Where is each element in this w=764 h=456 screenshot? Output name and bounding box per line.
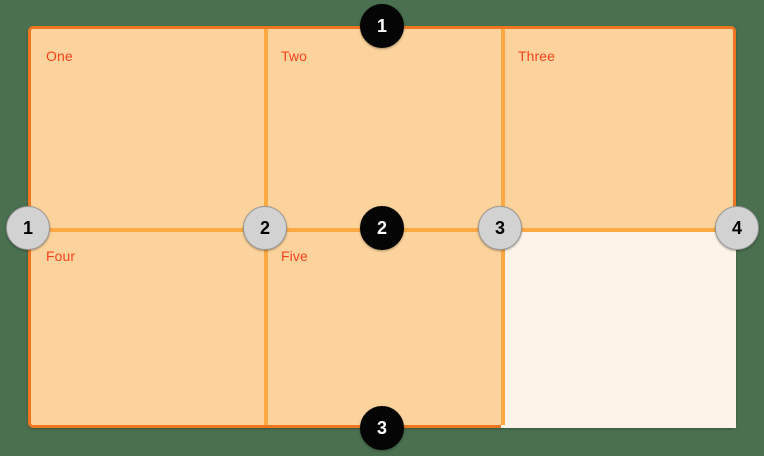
cell-label-three: Three [518,48,556,64]
cell-label-four: Four [46,248,76,264]
handle-column-1[interactable]: 1 [6,206,50,250]
handle-row-1[interactable]: 1 [360,4,404,48]
handle-row-2[interactable]: 2 [360,206,404,250]
cell-six-empty-region[interactable] [501,228,736,428]
cell-label-five: Five [281,248,308,264]
grid-frame[interactable] [28,26,736,428]
cell-label-two: Two [281,48,307,64]
handle-column-3[interactable]: 3 [478,206,522,250]
cell-label-one: One [46,48,73,64]
handle-column-2[interactable]: 2 [243,206,287,250]
handle-row-3[interactable]: 3 [360,406,404,450]
handle-column-4[interactable]: 4 [715,206,759,250]
